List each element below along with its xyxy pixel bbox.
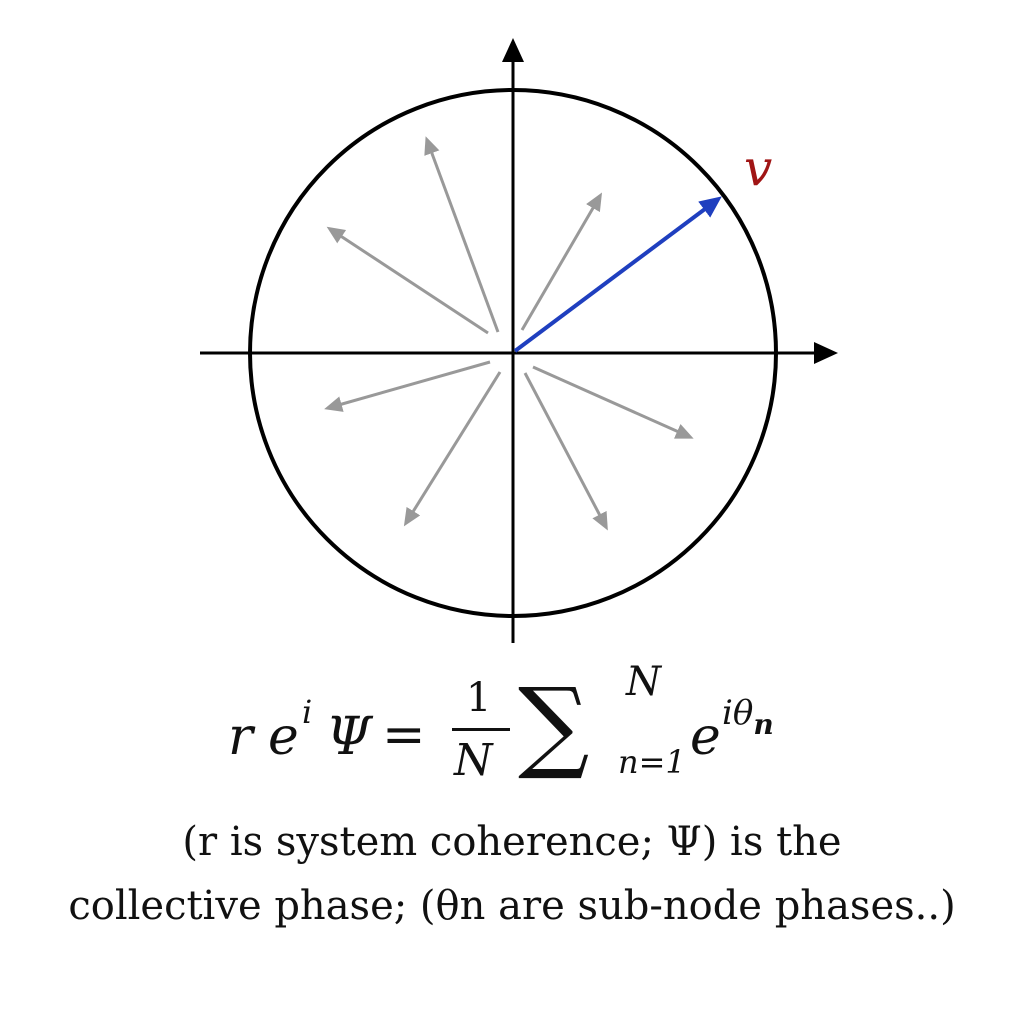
formula-equals: = bbox=[382, 705, 426, 765]
fraction-bar bbox=[452, 728, 510, 731]
caption-line-2: collective phase; (θn are sub-node phase… bbox=[68, 883, 956, 929]
phase-arrow bbox=[532, 365, 694, 439]
exponent-i-theta: iθ bbox=[722, 693, 754, 733]
exponent-subscript-n: n bbox=[753, 708, 774, 741]
formula-numerator: 1 bbox=[466, 675, 492, 721]
phase-arrow bbox=[424, 136, 500, 333]
order-parameter-formula: r e i Ψ = 1 N ∑ N n=1 e iθn bbox=[0, 659, 1024, 786]
phase-diagram: v bbox=[200, 38, 838, 643]
formula-r: r bbox=[228, 707, 253, 767]
phase-arrow bbox=[523, 372, 608, 531]
caption: (r is system coherence; Ψ) is the collec… bbox=[0, 810, 1024, 938]
mean-vector bbox=[513, 196, 722, 353]
phase-arrow bbox=[403, 371, 502, 527]
formula-i-superscript: i bbox=[302, 693, 313, 731]
phase-arrows bbox=[324, 136, 694, 531]
formula-e-rhs: e bbox=[690, 707, 721, 767]
formula-denominator: N bbox=[454, 735, 493, 786]
phase-arrow bbox=[520, 192, 603, 331]
formula-psi: Ψ bbox=[326, 707, 372, 767]
vector-label: v bbox=[744, 139, 772, 197]
phase-arrow bbox=[326, 226, 489, 335]
sum-lower-limit: n=1 bbox=[618, 743, 686, 781]
formula-e: e bbox=[268, 707, 299, 767]
summation-symbol: ∑ bbox=[518, 666, 590, 783]
sum-upper-limit: N bbox=[626, 659, 661, 705]
phase-arrow bbox=[324, 360, 491, 412]
y-axis-arrowhead bbox=[502, 38, 524, 62]
x-axis-arrowhead bbox=[814, 342, 838, 364]
caption-line-1: (r is system coherence; Ψ) is the bbox=[182, 819, 842, 865]
formula-exponent: iθn bbox=[722, 693, 774, 741]
